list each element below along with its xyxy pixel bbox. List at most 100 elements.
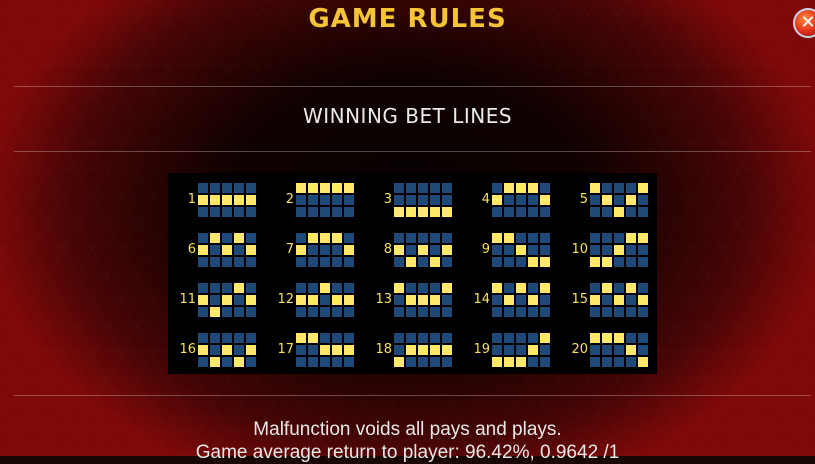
inactive-square bbox=[516, 295, 526, 305]
active-square bbox=[492, 283, 502, 293]
inactive-square bbox=[504, 345, 514, 355]
bet-line-8: 8 bbox=[366, 225, 464, 275]
inactive-square bbox=[246, 307, 256, 317]
inactive-square bbox=[504, 245, 514, 255]
active-square bbox=[332, 295, 342, 305]
inactive-square bbox=[590, 357, 600, 367]
active-square bbox=[296, 295, 306, 305]
inactive-square bbox=[332, 333, 342, 343]
inactive-square bbox=[234, 295, 244, 305]
inactive-square bbox=[590, 195, 600, 205]
active-square bbox=[442, 207, 452, 217]
inactive-square bbox=[222, 183, 232, 193]
inactive-square bbox=[430, 195, 440, 205]
inactive-square bbox=[626, 307, 636, 317]
inactive-square bbox=[210, 295, 220, 305]
inactive-square bbox=[430, 283, 440, 293]
inactive-square bbox=[516, 233, 526, 243]
inactive-square bbox=[308, 257, 318, 267]
bet-line-number: 15 bbox=[571, 292, 588, 307]
inactive-square bbox=[296, 257, 306, 267]
inactive-square bbox=[504, 307, 514, 317]
inactive-square bbox=[222, 257, 232, 267]
active-square bbox=[246, 345, 256, 355]
inactive-square bbox=[198, 357, 208, 367]
bet-line-number: 14 bbox=[473, 292, 490, 307]
inactive-square bbox=[406, 283, 416, 293]
inactive-square bbox=[504, 257, 514, 267]
inactive-square bbox=[332, 195, 342, 205]
inactive-square bbox=[210, 345, 220, 355]
inactive-square bbox=[528, 333, 538, 343]
active-square bbox=[246, 195, 256, 205]
inactive-square bbox=[406, 233, 416, 243]
active-square bbox=[332, 183, 342, 193]
inactive-square bbox=[320, 257, 330, 267]
inactive-square bbox=[394, 233, 404, 243]
inactive-square bbox=[638, 257, 648, 267]
inactive-square bbox=[222, 207, 232, 217]
inactive-square bbox=[638, 345, 648, 355]
inactive-square bbox=[296, 233, 306, 243]
bet-line-20: 20 bbox=[562, 325, 660, 375]
inactive-square bbox=[430, 333, 440, 343]
inactive-square bbox=[344, 283, 354, 293]
inactive-square bbox=[418, 195, 428, 205]
inactive-square bbox=[614, 257, 624, 267]
active-square bbox=[198, 195, 208, 205]
active-square bbox=[638, 233, 648, 243]
active-square bbox=[406, 257, 416, 267]
active-square bbox=[394, 357, 404, 367]
active-square bbox=[540, 283, 550, 293]
inactive-square bbox=[210, 183, 220, 193]
inactive-square bbox=[246, 233, 256, 243]
inactive-square bbox=[614, 195, 624, 205]
inactive-square bbox=[590, 307, 600, 317]
inactive-square bbox=[590, 233, 600, 243]
active-square bbox=[344, 345, 354, 355]
inactive-square bbox=[442, 307, 452, 317]
bet-line-14: 14 bbox=[464, 275, 562, 325]
inactive-square bbox=[504, 333, 514, 343]
inactive-square bbox=[442, 257, 452, 267]
active-square bbox=[602, 257, 612, 267]
active-square bbox=[590, 183, 600, 193]
inactive-square bbox=[492, 345, 502, 355]
bet-line-number: 9 bbox=[481, 242, 490, 257]
inactive-square bbox=[296, 345, 306, 355]
active-square bbox=[590, 333, 600, 343]
inactive-square bbox=[308, 357, 318, 367]
inactive-square bbox=[320, 245, 330, 255]
active-square bbox=[344, 295, 354, 305]
active-square bbox=[626, 283, 636, 293]
inactive-square bbox=[344, 195, 354, 205]
bet-line-number: 5 bbox=[579, 192, 588, 207]
active-square bbox=[406, 345, 416, 355]
inactive-square bbox=[430, 183, 440, 193]
inactive-square bbox=[602, 345, 612, 355]
inactive-square bbox=[308, 307, 318, 317]
malfunction-note: Malfunction voids all pays and plays. bbox=[253, 419, 562, 440]
active-square bbox=[638, 295, 648, 305]
inactive-square bbox=[210, 257, 220, 267]
inactive-square bbox=[210, 207, 220, 217]
inactive-square bbox=[442, 295, 452, 305]
active-square bbox=[614, 245, 624, 255]
close-button[interactable]: ✕ bbox=[793, 8, 815, 38]
active-square bbox=[418, 207, 428, 217]
inactive-square bbox=[320, 295, 330, 305]
active-square bbox=[540, 195, 550, 205]
bet-line-18: 18 bbox=[366, 325, 464, 375]
inactive-square bbox=[516, 195, 526, 205]
active-square bbox=[528, 257, 538, 267]
inactive-square bbox=[320, 195, 330, 205]
inactive-square bbox=[430, 233, 440, 243]
inactive-square bbox=[234, 245, 244, 255]
inactive-square bbox=[332, 307, 342, 317]
inactive-square bbox=[626, 333, 636, 343]
inactive-square bbox=[418, 307, 428, 317]
active-square bbox=[222, 345, 232, 355]
active-square bbox=[638, 357, 648, 367]
active-square bbox=[344, 245, 354, 255]
inactive-square bbox=[528, 233, 538, 243]
